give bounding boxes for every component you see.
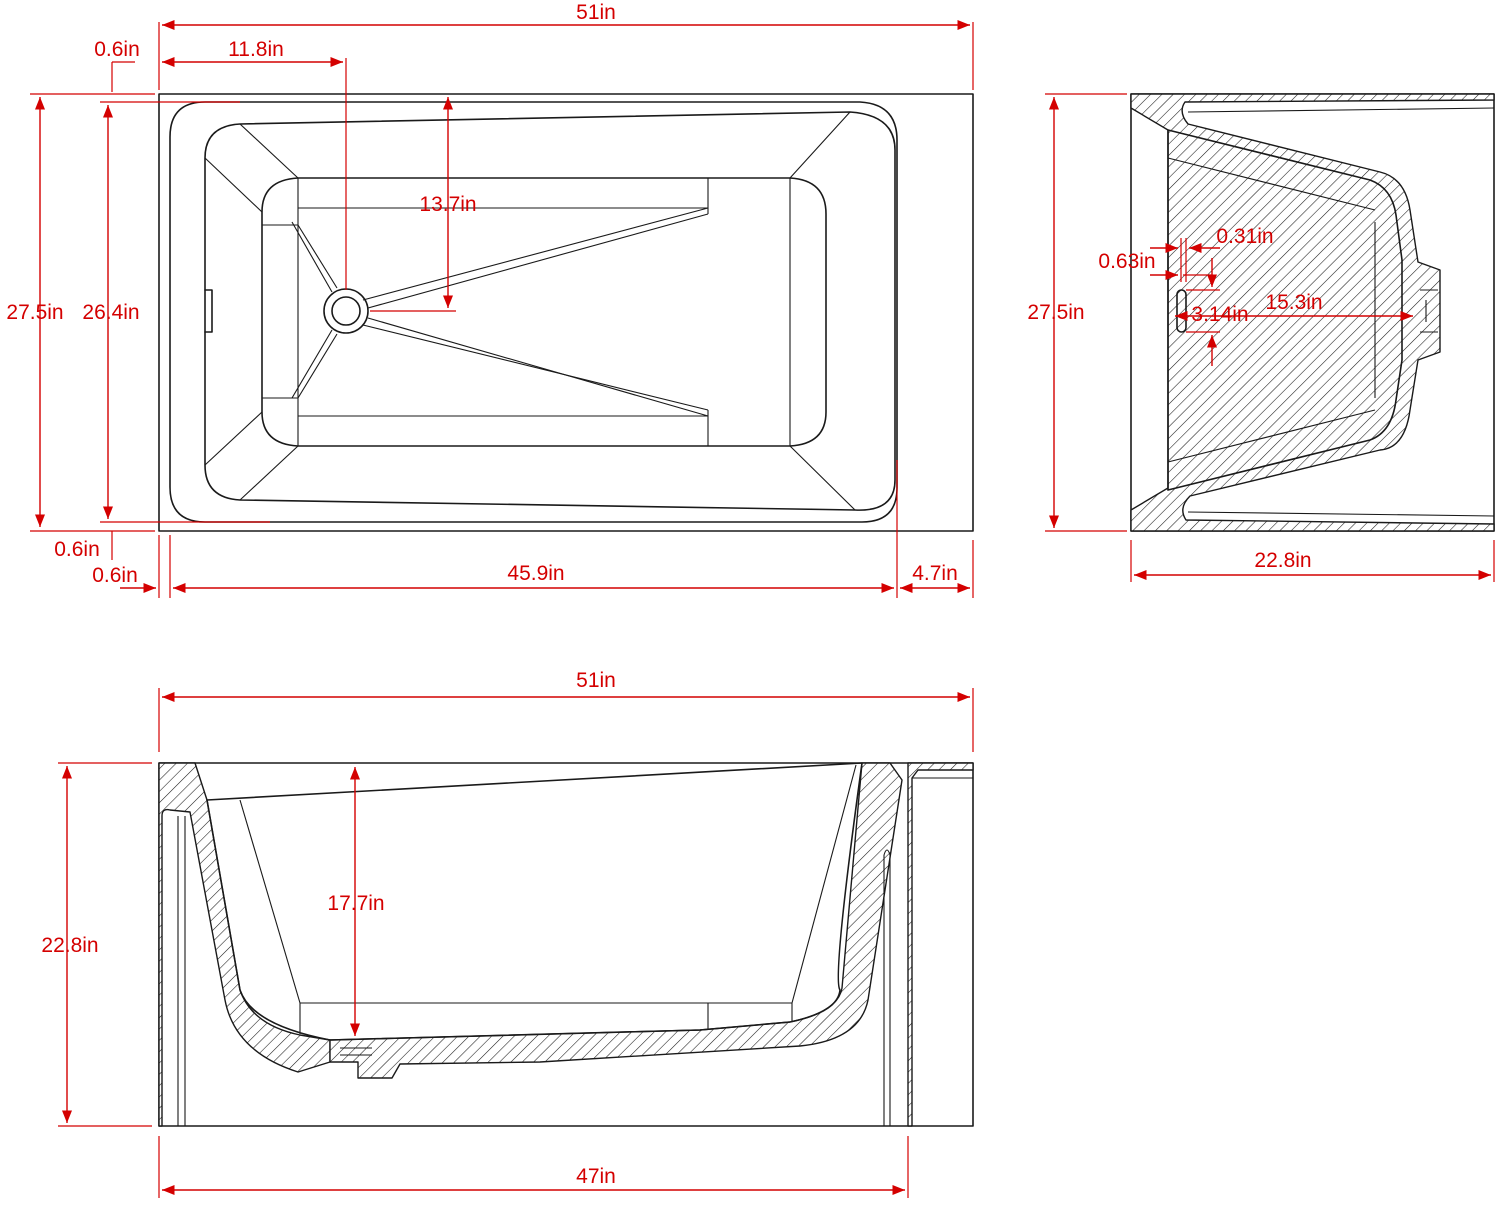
top-view-slope-lines	[291, 207, 709, 417]
top-view-bevels	[204, 111, 856, 511]
front-height-label: 22.8in	[41, 934, 98, 957]
top-drain-depth-label: 13.7in	[419, 193, 476, 216]
top-view-basin	[204, 111, 896, 511]
side-overflow-height-label: 3.14in	[1191, 303, 1248, 326]
front-overall-length-label: 51in	[576, 669, 616, 692]
side-overflow-center-label: 15.3in	[1265, 291, 1322, 314]
side-view-detail-lines	[1167, 107, 1495, 517]
side-overall-height-label: 27.5in	[1027, 301, 1084, 324]
front-base-length-label: 47in	[576, 1165, 616, 1188]
front-view-floor-wall	[329, 762, 903, 1079]
top-view-outline	[158, 93, 974, 532]
front-view-detail-lines	[177, 764, 973, 1126]
top-overall-length-label: 51in	[576, 1, 616, 24]
front-water-depth-label: 17.7in	[327, 892, 384, 915]
dimension-labels: 51in 11.8in 0.6in 13.7in 27.5in 26.4in 0…	[6, 1, 1322, 1188]
side-overflow-offset-label: 0.63in	[1098, 250, 1155, 273]
top-inner-length-label: 45.9in	[507, 562, 564, 585]
top-drain-offset-label: 11.8in	[228, 38, 284, 61]
front-view-right-wall	[907, 762, 974, 1127]
top-view	[158, 93, 974, 532]
front-view-left-wall	[158, 762, 331, 1127]
side-depth-label: 22.8in	[1254, 549, 1311, 572]
overflow-slot-icon	[204, 289, 213, 333]
top-deck-label: 4.7in	[912, 562, 958, 585]
side-view-inner-shell	[1167, 129, 1403, 491]
top-rim-top-label: 0.6in	[94, 38, 140, 61]
top-inner-width-label: 26.4in	[82, 301, 139, 324]
top-rim-left-label: 0.6in	[92, 564, 138, 587]
dimension-lines	[30, 19, 1495, 1198]
drain-icon	[323, 288, 369, 334]
top-overall-width-label: 27.5in	[6, 301, 63, 324]
front-view	[158, 762, 974, 1127]
front-view-basin	[206, 762, 863, 1041]
top-view-rim	[169, 101, 898, 523]
side-overflow-gap-label: 0.31in	[1216, 225, 1273, 248]
top-rim-bottom-label: 0.6in	[54, 538, 100, 561]
